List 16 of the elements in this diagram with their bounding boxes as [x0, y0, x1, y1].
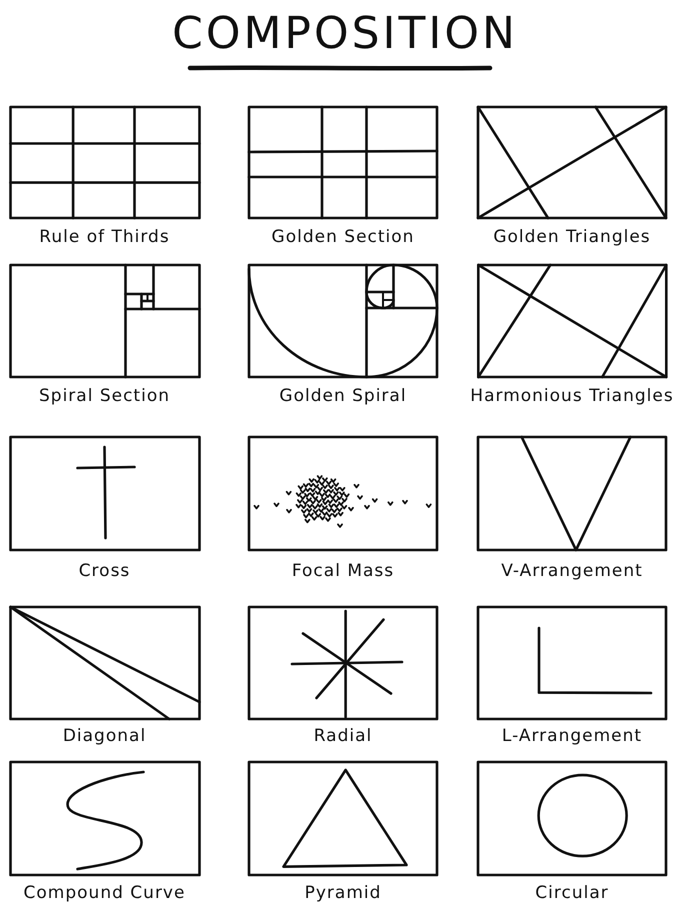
node-label: Golden Spiral [279, 385, 407, 407]
node-label: Circular [535, 882, 609, 904]
node-label: Diagonal [62, 725, 146, 747]
node-label: V-Arrangement [501, 560, 643, 582]
node-label: Cross [78, 560, 130, 582]
node-label: Harmonious Triangles [470, 385, 674, 407]
node-label: Spiral Section [39, 385, 170, 407]
node-label: Radial [314, 725, 372, 747]
node-label: Pyramid [304, 882, 382, 904]
node-label: Focal Mass [292, 560, 394, 582]
node-label: L-Arrangement [502, 725, 642, 747]
node-label: Compound Curve [24, 882, 186, 904]
title: COMPOSITION [172, 8, 518, 60]
node-label: Rule of Thirds [39, 226, 170, 248]
node-label: Golden Triangles [493, 226, 651, 248]
node-label: Golden Section [272, 226, 414, 248]
